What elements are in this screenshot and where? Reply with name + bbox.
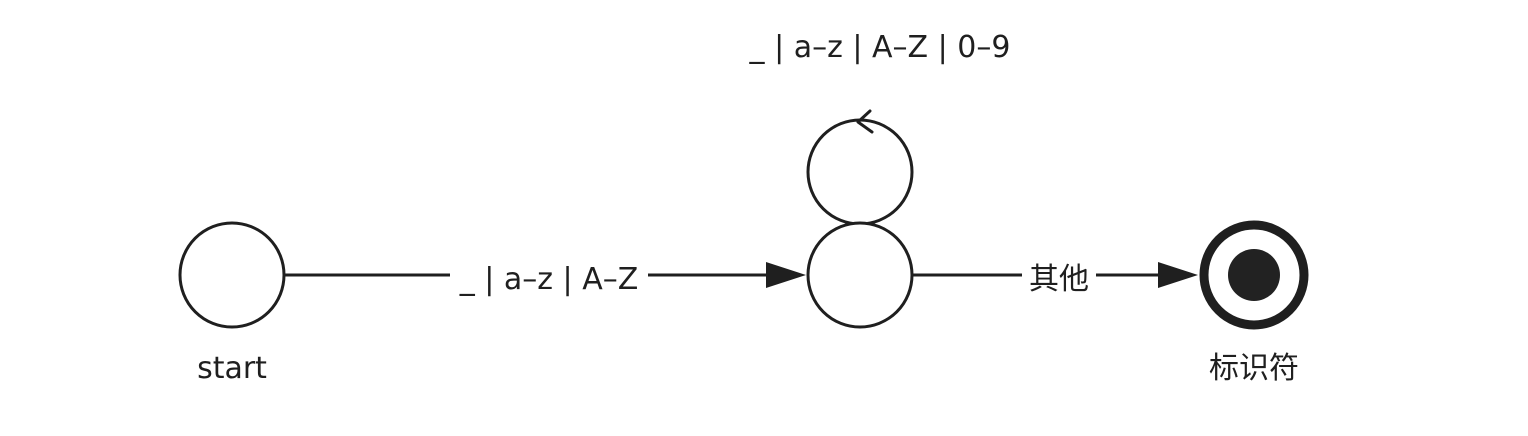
final-state-label: 标识符: [1209, 351, 1299, 386]
edge-label-start-to-middle: _ | a–z | A–Z: [459, 262, 639, 297]
arrowhead-start-to-middle: [766, 262, 806, 288]
edge-label-self-loop: _ | a–z | A–Z | 0–9: [749, 30, 1011, 65]
start-state-label: start: [197, 351, 267, 386]
self-loop-arrowhead: [856, 109, 874, 134]
arrowhead-middle-to-final: [1158, 262, 1198, 288]
self-loop: [806, 118, 914, 226]
final-state-inner-dot: [1228, 249, 1280, 301]
edge-label-middle-to-final: 其他: [1029, 262, 1089, 297]
start-state: [178, 221, 286, 329]
middle-state: [806, 221, 914, 329]
